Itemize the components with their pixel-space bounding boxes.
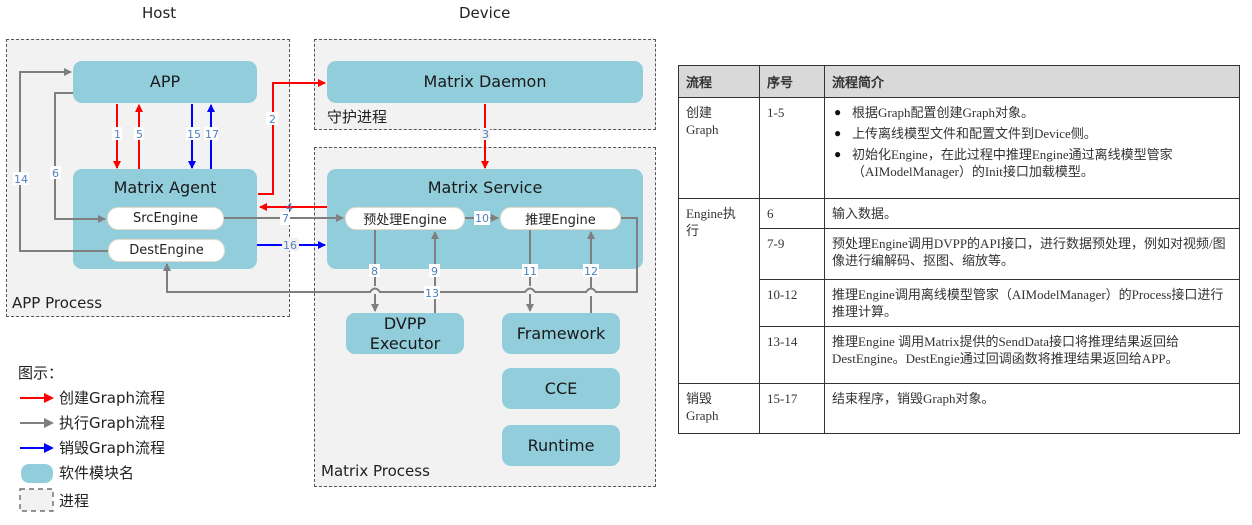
legend-item-module: 软件模块名 xyxy=(18,460,165,485)
label-10: 10 xyxy=(475,212,489,225)
app-process-label: APP Process xyxy=(12,294,103,312)
label-12: 12 xyxy=(584,265,598,278)
cce-block: CCE xyxy=(502,368,620,409)
header-seq: 序号 xyxy=(759,65,825,98)
label-3: 3 xyxy=(482,128,489,141)
table-header-row: 流程 序号 流程简介 xyxy=(678,65,1240,98)
desc-cell: 预处理Engine调用DVPP的API接口，进行数据预处理，例如对视频/图像进行… xyxy=(824,228,1240,280)
process-swatch-icon xyxy=(19,488,54,512)
table-row: 13-14 推理Engine 调用Matrix提供的SendData接口将推理结… xyxy=(679,326,1240,384)
device-region-title: Device xyxy=(459,4,511,22)
flow-table: 流程 序号 流程简介 创建Graph 1-5 根据Graph配置创建Graph对… xyxy=(678,65,1240,434)
flow-name-destroy: 销毁Graph xyxy=(678,383,760,434)
table-row: Engine执行 6 输入数据。 xyxy=(678,198,1240,384)
host-region-title: Host xyxy=(142,4,177,22)
framework-block: Framework xyxy=(502,313,620,354)
label-15: 15 xyxy=(187,128,201,141)
dvpp-executor-block: DVPP Executor xyxy=(346,313,464,354)
label-2: 2 xyxy=(269,113,276,126)
arrow-13 xyxy=(163,217,638,293)
legend: 图示： 创建Graph流程 执行Graph流程 销毁Graph流程 软件模块名 … xyxy=(18,362,165,515)
seq-cell: 10-12 xyxy=(759,279,825,327)
desc-bullet: 根据Graph配置创建Graph对象。 xyxy=(832,104,1232,121)
seq-cell: 6 xyxy=(759,198,825,229)
runtime-block: Runtime xyxy=(502,425,620,466)
src-engine: SrcEngine xyxy=(107,207,224,230)
label-7: 7 xyxy=(282,212,289,225)
blue-arrow-icon xyxy=(20,442,54,453)
desc-cell: 输入数据。 xyxy=(824,198,1240,229)
legend-item-execute: 执行Graph流程 xyxy=(18,410,165,435)
header-flow: 流程 xyxy=(678,65,760,98)
legend-title: 图示： xyxy=(18,364,64,382)
label-13: 13 xyxy=(425,287,439,300)
src-engine-label: SrcEngine xyxy=(132,211,198,226)
dest-engine-label: DestEngine xyxy=(129,243,204,258)
desc-cell: 结束程序，销毁Graph对象。 xyxy=(824,383,1240,434)
label-16: 16 xyxy=(283,239,297,252)
label-11: 11 xyxy=(523,265,537,278)
desc-cell: 根据Graph配置创建Graph对象。 上传离线模型文件和配置文件到Device… xyxy=(824,97,1240,199)
desc-cell: 推理Engine调用离线模型管家（AIModelManager）的Process… xyxy=(824,279,1240,327)
header-desc: 流程简介 xyxy=(824,65,1240,98)
red-arrow-icon xyxy=(20,392,54,403)
label-6: 6 xyxy=(52,167,59,180)
legend-label-create: 创建Graph流程 xyxy=(59,389,166,407)
module-swatch-icon xyxy=(21,463,53,483)
desc-cell: 推理Engine 调用Matrix提供的SendData接口将推理结果返回给De… xyxy=(824,326,1240,384)
daemon-process-label: 守护进程 xyxy=(327,108,388,126)
matrix-agent-label: Matrix Agent xyxy=(113,178,217,197)
preprocess-engine-label: 预处理Engine xyxy=(363,213,447,228)
legend-item-create: 创建Graph流程 xyxy=(18,385,165,410)
label-17: 17 xyxy=(205,128,219,141)
table-row: 10-12 推理Engine调用离线模型管家（AIModelManager）的P… xyxy=(679,279,1240,327)
legend-label-module: 软件模块名 xyxy=(59,464,135,482)
desc-bullet-list: 根据Graph配置创建Graph对象。 上传离线模型文件和配置文件到Device… xyxy=(832,104,1232,180)
arrow-6 xyxy=(54,92,106,223)
arrow-14 xyxy=(19,68,108,252)
desc-bullet: 上传离线模型文件和配置文件到Device侧。 xyxy=(832,125,1232,142)
dest-engine: DestEngine xyxy=(108,239,225,262)
matrix-service-label: Matrix Service xyxy=(427,178,543,197)
table-row: 7-9 预处理Engine调用DVPP的API接口，进行数据预处理，例如对视频/… xyxy=(679,228,1240,280)
desc-bullet: 初始化Engine，在此过程中推理Engine通过离线模型管家（AIModelM… xyxy=(832,146,1232,180)
label-14: 14 xyxy=(14,173,28,186)
label-9: 9 xyxy=(431,265,438,278)
gray-arrow-icon xyxy=(20,417,54,428)
legend-item-destroy: 销毁Graph流程 xyxy=(18,435,165,460)
seq-cell: 15-17 xyxy=(759,383,825,434)
label-8: 8 xyxy=(371,265,378,278)
flow-name-execute: Engine执行 xyxy=(678,198,760,384)
dvpp-executor-label-line1: DVPP xyxy=(383,313,427,333)
seq-cell: 1-5 xyxy=(759,97,825,199)
label-5: 5 xyxy=(136,128,143,141)
flow-name-create: 创建Graph xyxy=(678,97,760,199)
flow-arrows: 1 2 3 4 5 6 7 8 9 10 11 12 13 14 15 16 1… xyxy=(13,68,638,525)
runtime-label: Runtime xyxy=(527,435,595,455)
arrow-number-labels: 1 2 3 4 5 6 7 8 9 10 11 12 13 14 15 16 1… xyxy=(13,112,599,300)
label-4: 4 xyxy=(286,201,293,214)
seq-cell: 7-9 xyxy=(759,228,825,280)
table-row: 销毁Graph 15-17 结束程序，销毁Graph对象。 xyxy=(678,383,1240,434)
app-block-label: APP xyxy=(149,72,181,91)
legend-item-process: 进程 xyxy=(18,485,165,515)
matrix-daemon-label: Matrix Daemon xyxy=(423,72,547,91)
matrix-daemon-block: Matrix Daemon xyxy=(327,61,643,103)
cce-label: CCE xyxy=(544,378,578,398)
seq-cell: 13-14 xyxy=(759,326,825,384)
inference-engine-label: 推理Engine xyxy=(525,213,596,228)
framework-label: Framework xyxy=(516,323,606,343)
matrix-process-label: Matrix Process xyxy=(321,462,430,480)
app-block: APP xyxy=(73,61,257,103)
legend-label-process: 进程 xyxy=(59,491,90,510)
arrow-2 xyxy=(258,79,326,195)
label-1: 1 xyxy=(114,128,121,141)
legend-label-destroy: 销毁Graph流程 xyxy=(59,439,166,457)
legend-label-execute: 执行Graph流程 xyxy=(59,414,166,432)
table-row: 创建Graph 1-5 根据Graph配置创建Graph对象。 上传离线模型文件… xyxy=(678,97,1240,199)
dvpp-executor-label-line2: Executor xyxy=(369,333,441,353)
